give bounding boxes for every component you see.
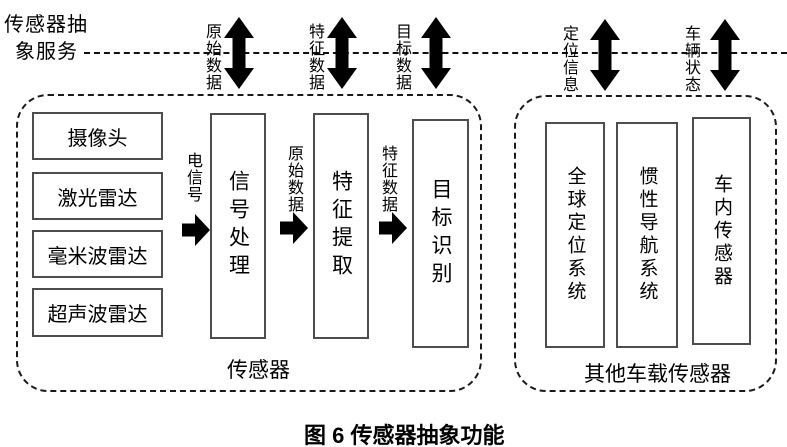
other-sensors-panel	[514, 95, 777, 392]
other-box-label: 全球定位系统	[564, 166, 586, 304]
other-box-inertial-navigation: 惯性导航系统	[616, 122, 678, 348]
double-arrow-icon	[590, 19, 620, 91]
stage-box-label: 信号处理	[226, 170, 251, 282]
service-label-line1: 传感器抽	[4, 14, 88, 36]
stage-box-signal-processing: 信号处理	[210, 113, 266, 339]
double-arrow-icon	[710, 19, 740, 91]
flow-label-feature-data: 特征数据	[379, 145, 396, 213]
right-arrow-icon	[280, 212, 308, 244]
stage-box-target-recognition: 目标识别	[412, 119, 469, 348]
right-arrow-icon	[182, 214, 210, 246]
other-box-gps: 全球定位系统	[545, 122, 605, 348]
bus-arrow-label-position-info: 定位信息	[560, 25, 577, 93]
source-box-mmwave-radar: 毫米波雷达	[32, 230, 163, 278]
double-arrow-icon	[224, 17, 254, 89]
right-arrow-icon	[379, 212, 407, 244]
source-box-ultrasonic-radar: 超声波雷达	[32, 288, 163, 337]
source-box-label: 超声波雷达	[47, 304, 148, 326]
sensor-panel-label: 传感器	[227, 358, 290, 382]
bus-arrow-label-raw-data: 原始数据	[203, 23, 220, 91]
stage-box-feature-extraction: 特征提取	[313, 113, 369, 339]
other-box-label: 惯性导航系统	[636, 166, 658, 304]
other-box-in-vehicle-sensors: 车内传感器	[692, 117, 751, 345]
source-box-label: 激光雷达	[57, 187, 138, 210]
sensor-panel	[16, 94, 482, 392]
double-arrow-icon	[327, 17, 357, 89]
source-box-lidar: 激光雷达	[32, 172, 163, 220]
figure-caption: 图 6 传感器抽象功能	[304, 423, 505, 447]
service-label-line2: 象服务	[15, 41, 78, 63]
stage-box-label: 特征提取	[329, 170, 354, 282]
bus-arrow-label-feature-data: 特征数据	[306, 23, 323, 91]
bus-arrow-label-vehicle-state: 车辆状态	[682, 25, 699, 93]
other-box-label: 车内传感器	[711, 173, 732, 289]
source-box-label: 摄像头	[67, 127, 128, 150]
double-arrow-icon	[421, 17, 451, 89]
other-sensors-panel-label: 其他车载传感器	[584, 362, 731, 386]
flow-label-raw-data: 原始数据	[285, 145, 302, 213]
stage-box-label: 目标识别	[429, 177, 453, 290]
flow-label-electrical-signal: 电信号	[184, 152, 201, 203]
bus-arrow-label-target-data: 目标数据	[393, 23, 410, 91]
source-box-camera: 摄像头	[32, 112, 163, 160]
source-box-label: 毫米波雷达	[47, 245, 148, 268]
